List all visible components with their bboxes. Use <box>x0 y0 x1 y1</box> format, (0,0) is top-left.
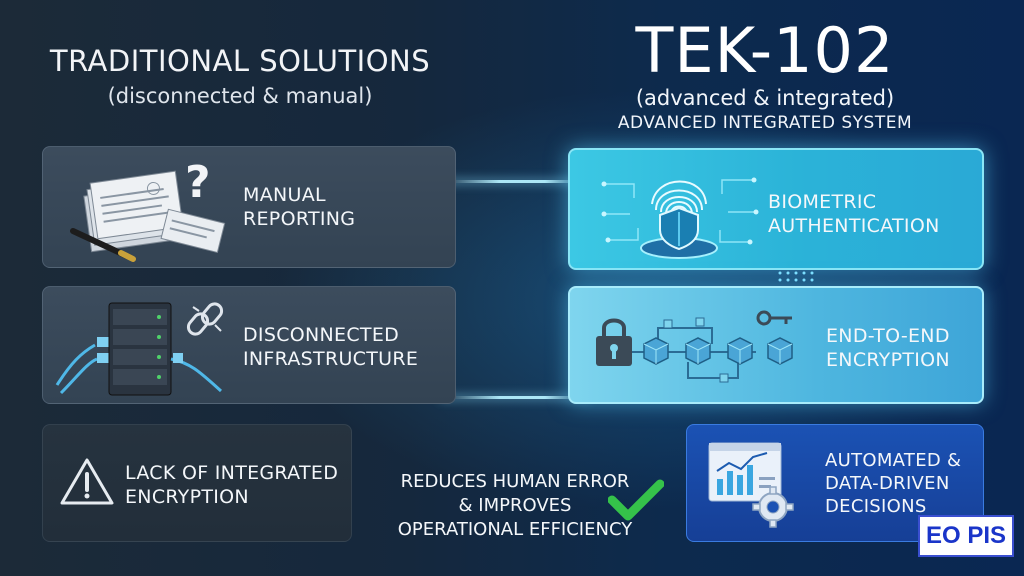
dashboard-gear-icon <box>707 441 799 529</box>
card-label-line: END-TO-END <box>826 325 950 347</box>
benefit-line: REDUCES HUMAN ERROR <box>400 471 630 492</box>
card-label-line: MANUAL <box>243 184 326 206</box>
card-label-line: LACK OF INTEGRATED <box>125 462 339 484</box>
card-label-line: AUTHENTICATION <box>768 215 940 237</box>
card-label-line: REPORTING <box>243 208 356 230</box>
svg-text:?: ? <box>185 157 211 208</box>
benefit-line: OPERATIONAL EFFICIENCY <box>397 519 633 540</box>
right-system-label: ADVANCED INTEGRATED SYSTEM <box>617 113 913 133</box>
benefit-statement: REDUCES HUMAN ERROR & IMPROVES OPERATION… <box>370 470 660 542</box>
card-label-line: DECISIONS <box>825 496 927 517</box>
lack-of-encryption-card: LACK OF INTEGRATED ENCRYPTION <box>42 424 352 542</box>
padlock-chain-icon <box>588 306 798 390</box>
card-label-line: INFRASTRUCTURE <box>243 348 419 370</box>
light-beam <box>440 396 590 399</box>
biometric-authentication-card: BIOMETRIC AUTHENTICATION <box>568 148 984 270</box>
left-subheading: (disconnected & manual) <box>107 84 373 108</box>
server-broken-link-icon <box>51 293 231 401</box>
card-label-line: DISCONNECTED <box>243 324 400 346</box>
manual-reporting-card: ? MANUAL REPORTING <box>42 146 456 268</box>
paper-reports-icon: ? <box>67 155 227 263</box>
card-label-line: AUTOMATED & <box>825 450 962 471</box>
fingerprint-shield-icon <box>594 154 764 266</box>
disconnected-infrastructure-card: DISCONNECTED INFRASTRUCTURE <box>42 286 456 404</box>
card-label-line: ENCRYPTION <box>826 349 950 371</box>
left-heading: TRADITIONAL SOLUTIONS <box>49 44 431 78</box>
benefit-line: & IMPROVES <box>458 495 572 516</box>
card-label-line: DATA-DRIVEN <box>825 473 950 494</box>
decorative-dots <box>776 270 816 284</box>
card-label-line: ENCRYPTION <box>125 486 249 508</box>
light-beam <box>440 180 590 183</box>
eo-pis-badge: EO PIS <box>918 515 1014 557</box>
end-to-end-encryption-card: END-TO-END ENCRYPTION <box>568 286 984 404</box>
warning-triangle-icon <box>59 457 115 507</box>
checkmark-icon <box>608 478 664 522</box>
card-label-line: BIOMETRIC <box>768 191 877 213</box>
right-subheading: (advanced & integrated) <box>635 86 895 110</box>
right-heading: TEK-102 <box>635 14 895 87</box>
